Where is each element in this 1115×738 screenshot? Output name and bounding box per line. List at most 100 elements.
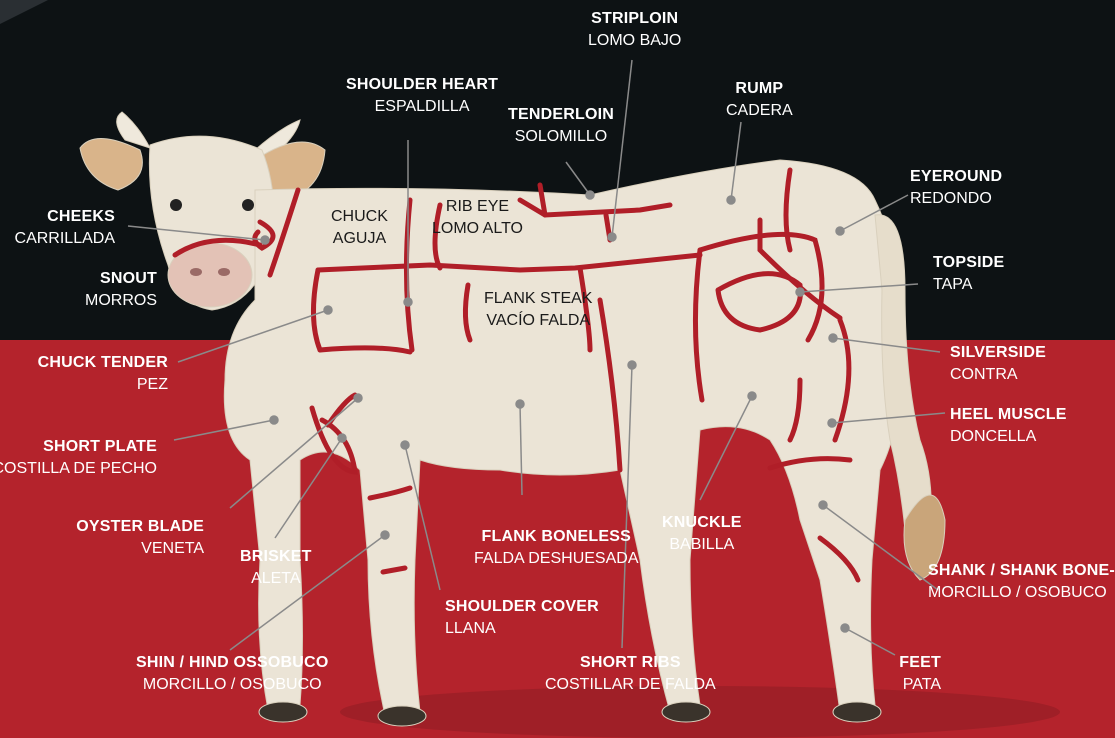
label-es: TAPA [933, 274, 1004, 296]
label-es: ESPALDILLA [346, 96, 498, 118]
label-short-ribs: SHORT RIBS COSTILLAR DE FALDA [545, 652, 716, 696]
label-es: CARRILLADA [15, 228, 115, 250]
label-es: CADERA [726, 100, 793, 122]
body-label-flank-steak: FLANK STEAK VACÍO FALDA [484, 288, 592, 332]
label-es: REDONDO [910, 188, 1002, 210]
cow-eye [242, 199, 254, 211]
label-cheeks: CHEEKS CARRILLADA [15, 206, 115, 250]
leader-dot [628, 361, 636, 369]
hoof [378, 706, 426, 726]
leader-dot [270, 416, 278, 424]
label-en: RIB EYE [432, 196, 523, 218]
leader-dot [796, 288, 804, 296]
label-es: COSTILLA DE PECHO [0, 458, 157, 480]
leader-dot [836, 227, 844, 235]
label-es: LOMO ALTO [432, 218, 523, 240]
label-es: LLANA [445, 618, 599, 640]
label-en: SHOULDER HEART [346, 74, 498, 96]
label-eyeround: EYEROUND REDONDO [910, 166, 1002, 210]
label-shank: SHANK / SHANK BONE-IN MORCILLO / OSOBUCO [928, 560, 1115, 604]
label-striploin: STRIPLOIN LOMO BAJO [588, 8, 681, 52]
label-en: CHEEKS [15, 206, 115, 228]
leader-dot [727, 196, 735, 204]
label-es: VENETA [76, 538, 204, 560]
label-es: SOLOMILLO [508, 126, 614, 148]
leader-dot [404, 298, 412, 306]
label-es: CONTRA [950, 364, 1046, 386]
label-es: PATA [899, 674, 941, 696]
leader-dot [819, 501, 827, 509]
label-es: LOMO BAJO [588, 30, 681, 52]
label-es: MORROS [85, 290, 157, 312]
label-en: FEET [899, 652, 941, 674]
label-en: FLANK BONELESS [474, 526, 639, 548]
leader-dot [586, 191, 594, 199]
label-es: ALETA [240, 568, 312, 590]
label-en: SILVERSIDE [950, 342, 1046, 364]
label-heel-muscle: HEEL MUSCLE DONCELLA [950, 404, 1067, 448]
label-en: OYSTER BLADE [76, 516, 204, 538]
label-es: MORCILLO / OSOBUCO [136, 674, 328, 696]
hoof [662, 702, 710, 722]
leader-dot [829, 334, 837, 342]
label-rump: RUMP CADERA [726, 78, 793, 122]
label-en: STRIPLOIN [588, 8, 681, 30]
hoof [833, 702, 881, 722]
nostril [218, 268, 230, 276]
label-tenderloin: TENDERLOIN SOLOMILLO [508, 104, 614, 148]
label-es: DONCELLA [950, 426, 1067, 448]
label-es: PEZ [38, 374, 168, 396]
label-knuckle: KNUCKLE BABILLA [662, 512, 742, 556]
label-es: MORCILLO / OSOBUCO [928, 582, 1115, 604]
hoof [259, 702, 307, 722]
label-topside: TOPSIDE TAPA [933, 252, 1004, 296]
cow-eye [170, 199, 182, 211]
label-en: SHORT PLATE [0, 436, 157, 458]
label-es: COSTILLAR DE FALDA [545, 674, 716, 696]
label-en: TENDERLOIN [508, 104, 614, 126]
label-feet: FEET PATA [899, 652, 941, 696]
leader-dot [828, 419, 836, 427]
label-en: SHOULDER COVER [445, 596, 599, 618]
label-oyster-blade: OYSTER BLADE VENETA [76, 516, 204, 560]
label-es: FALDA DESHUESADA [474, 548, 639, 570]
label-silverside: SILVERSIDE CONTRA [950, 342, 1046, 386]
leader-dot [748, 392, 756, 400]
label-shoulder-heart: SHOULDER HEART ESPALDILLA [346, 74, 498, 118]
leader-dot [261, 236, 269, 244]
leader-dot [841, 624, 849, 632]
label-brisket: BRISKET ALETA [240, 546, 312, 590]
label-en: EYEROUND [910, 166, 1002, 188]
label-chuck-tender: CHUCK TENDER PEZ [38, 352, 168, 396]
label-shoulder-cover: SHOULDER COVER LLANA [445, 596, 599, 640]
label-en: FLANK STEAK [484, 288, 592, 310]
nostril [190, 268, 202, 276]
label-en: RUMP [726, 78, 793, 100]
label-es: AGUJA [331, 228, 388, 250]
label-en: CHUCK TENDER [38, 352, 168, 374]
label-en: SNOUT [85, 268, 157, 290]
leader-dot [381, 531, 389, 539]
leader-dot [401, 441, 409, 449]
label-en: SHORT RIBS [545, 652, 716, 674]
label-es: VACÍO FALDA [484, 310, 592, 332]
leader-dot [516, 400, 524, 408]
leader-dot [608, 233, 616, 241]
label-en: HEEL MUSCLE [950, 404, 1067, 426]
label-en: BRISKET [240, 546, 312, 568]
leader-dot [324, 306, 332, 314]
label-en: SHANK / SHANK BONE-IN [928, 560, 1115, 582]
body-label-rib-eye: RIB EYE LOMO ALTO [432, 196, 523, 240]
label-en: CHUCK [331, 206, 388, 228]
leader-dot [338, 434, 346, 442]
label-en: SHIN / HIND OSSOBUCO [136, 652, 328, 674]
label-snout: SNOUT MORROS [85, 268, 157, 312]
label-flank-boneless: FLANK BONELESS FALDA DESHUESADA [474, 526, 639, 570]
leader-dot [354, 394, 362, 402]
label-shin: SHIN / HIND OSSOBUCO MORCILLO / OSOBUCO [136, 652, 328, 696]
label-short-plate: SHORT PLATE COSTILLA DE PECHO [0, 436, 157, 480]
body-label-chuck: CHUCK AGUJA [331, 206, 388, 250]
label-es: BABILLA [662, 534, 742, 556]
label-en: TOPSIDE [933, 252, 1004, 274]
label-en: KNUCKLE [662, 512, 742, 534]
